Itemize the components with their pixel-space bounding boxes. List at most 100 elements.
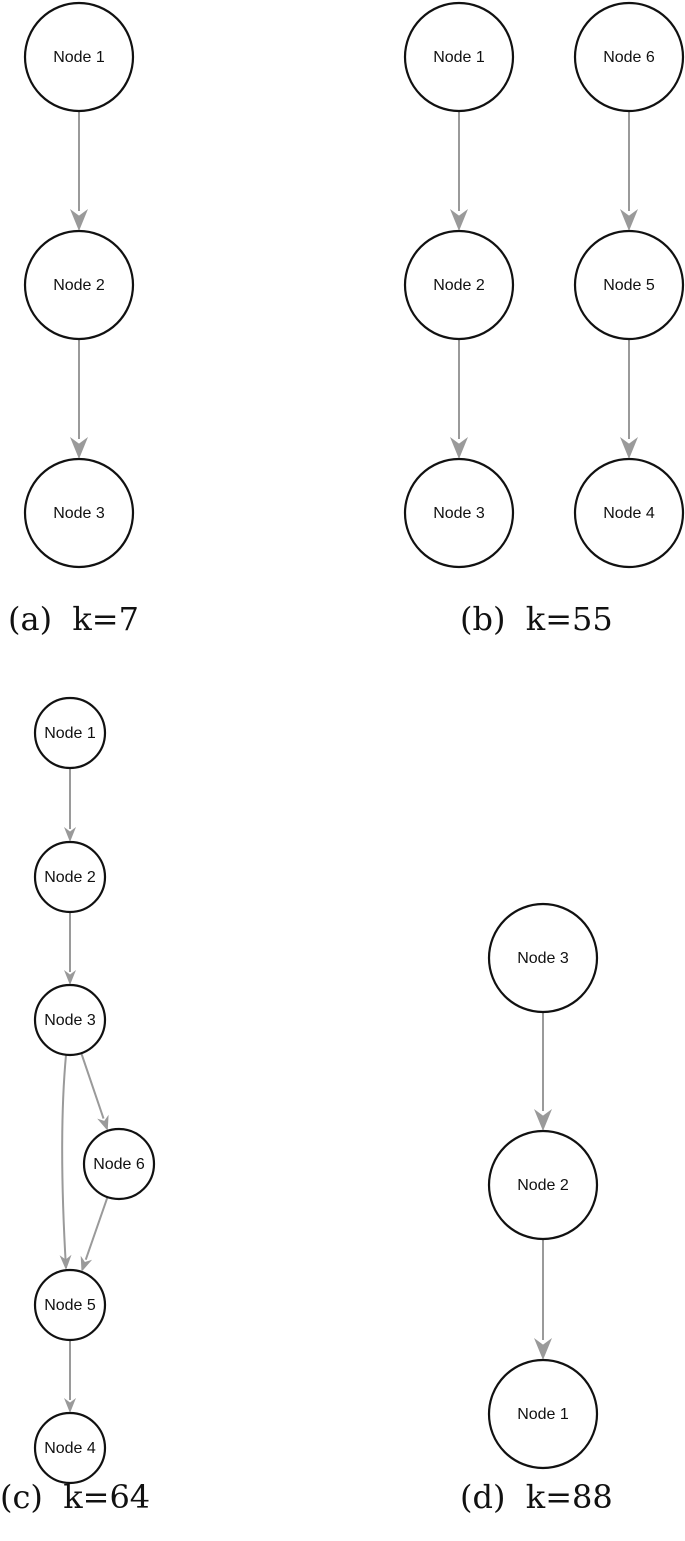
- node-circle: [33, 1268, 107, 1342]
- node-label: Node 1: [517, 1406, 569, 1423]
- node-circle: [23, 1, 135, 113]
- node-n2: Node 2: [33, 840, 107, 914]
- panel-d: Node 3 Node 2 Node 1 (d) k=88: [460, 902, 613, 1516]
- node-label: Node 2: [44, 869, 96, 886]
- panel-c: Node 1 Node 2 Node 3 Node 6 Node 5 Node 4 (c) …: [0, 696, 156, 1516]
- edge-n2-n1: [534, 1239, 552, 1360]
- node-label: Node 1: [44, 725, 96, 742]
- arrow-head: [620, 437, 638, 459]
- arrow-head: [64, 1398, 76, 1413]
- node-circle: [487, 1129, 599, 1241]
- node-circle: [573, 457, 685, 569]
- arrow-head: [70, 209, 88, 231]
- node-circle: [23, 229, 135, 341]
- node-circle: [82, 1127, 156, 1201]
- node-n1: Node 1: [403, 1, 515, 113]
- arrow-head: [534, 1338, 552, 1360]
- edge-n2-n3: [70, 339, 88, 459]
- edge-n5-n4: [64, 1340, 76, 1413]
- nodes-a: Node 1 Node 2 Node 3: [23, 1, 135, 569]
- caption-c: (c) k=64: [0, 1478, 150, 1516]
- panel-a: Node 1 Node 2 Node 3 (a) k=7: [8, 1, 139, 638]
- node-n3: Node 3: [23, 457, 135, 569]
- node-circle: [403, 1, 515, 113]
- edge-n6-n5: [620, 111, 638, 231]
- edges-d: [534, 1012, 552, 1360]
- edge-n3-n5: [59, 1054, 72, 1270]
- node-circle: [33, 1411, 107, 1485]
- node-label: Node 3: [517, 950, 569, 967]
- nodes-b: Node 1 Node 2 Node 3 Node 6 Node 5 Node 4: [403, 1, 685, 569]
- node-circle: [487, 1358, 599, 1470]
- node-n5: Node 5: [573, 229, 685, 341]
- nodes-c: Node 1 Node 2 Node 3 Node 6 Node 5 Node 4: [33, 696, 156, 1485]
- node-n1: Node 1: [487, 1358, 599, 1470]
- node-n5: Node 5: [33, 1268, 107, 1342]
- edges-c: [59, 768, 109, 1413]
- arrow-head: [534, 1109, 552, 1131]
- edge-n1-n2: [70, 111, 88, 231]
- node-label: Node 6: [603, 49, 655, 66]
- edge-n3-n6: [80, 1052, 109, 1131]
- edge-line: [84, 1196, 109, 1260]
- node-label: Node 4: [44, 1440, 96, 1457]
- arrow-head: [450, 437, 468, 459]
- edge-n6-n5: [80, 1196, 109, 1272]
- arrow-head: [97, 1114, 109, 1131]
- edge-n1-n2: [64, 768, 76, 842]
- node-circle: [487, 902, 599, 1014]
- node-n6: Node 6: [573, 1, 685, 113]
- node-label: Node 4: [603, 505, 655, 522]
- edge-line: [61, 1054, 67, 1269]
- node-n1: Node 1: [33, 696, 107, 770]
- caption-d: (d) k=88: [460, 1478, 613, 1516]
- node-n6: Node 6: [82, 1127, 156, 1201]
- node-label: Node 2: [53, 277, 105, 294]
- node-label: Node 5: [44, 1297, 96, 1314]
- edge-n1-n2: [450, 111, 468, 231]
- arrow-head: [70, 437, 88, 459]
- edges-b: [450, 111, 638, 459]
- node-circle: [33, 696, 107, 770]
- node-circle: [573, 229, 685, 341]
- edge-n2-n3: [64, 912, 76, 985]
- nodes-d: Node 3 Node 2 Node 1: [487, 902, 599, 1470]
- caption-a: (a) k=7: [8, 600, 139, 638]
- arrow-head: [620, 209, 638, 231]
- node-circle: [573, 1, 685, 113]
- node-circle: [403, 457, 515, 569]
- panel-b: Node 1 Node 2 Node 3 Node 6 Node 5 Node 4 (b) …: [403, 1, 685, 638]
- node-circle: [33, 840, 107, 914]
- arrow-head: [64, 970, 76, 985]
- node-label: Node 3: [53, 505, 105, 522]
- node-n1: Node 1: [23, 1, 135, 113]
- node-label: Node 6: [93, 1156, 145, 1173]
- node-n2: Node 2: [23, 229, 135, 341]
- node-n3: Node 3: [403, 457, 515, 569]
- arrow-head: [80, 1255, 93, 1272]
- node-label: Node 2: [433, 277, 485, 294]
- node-circle: [33, 983, 107, 1057]
- edge-line: [80, 1052, 105, 1119]
- node-n3: Node 3: [33, 983, 107, 1057]
- node-label: Node 1: [53, 49, 105, 66]
- node-n3: Node 3: [487, 902, 599, 1014]
- node-n4: Node 4: [573, 457, 685, 569]
- node-label: Node 3: [433, 505, 485, 522]
- edge-n3-n2: [534, 1012, 552, 1131]
- node-circle: [403, 229, 515, 341]
- node-label: Node 2: [517, 1177, 569, 1194]
- node-label: Node 5: [603, 277, 655, 294]
- node-n2: Node 2: [403, 229, 515, 341]
- caption-b: (b) k=55: [460, 600, 613, 638]
- node-n2: Node 2: [487, 1129, 599, 1241]
- arrow-head: [450, 209, 468, 231]
- node-label: Node 1: [433, 49, 485, 66]
- edge-n5-n4: [620, 339, 638, 459]
- edges-a: [70, 111, 88, 459]
- edge-n2-n3: [450, 339, 468, 459]
- arrow-head: [64, 827, 76, 842]
- node-n4: Node 4: [33, 1411, 107, 1485]
- arrow-head: [59, 1254, 72, 1270]
